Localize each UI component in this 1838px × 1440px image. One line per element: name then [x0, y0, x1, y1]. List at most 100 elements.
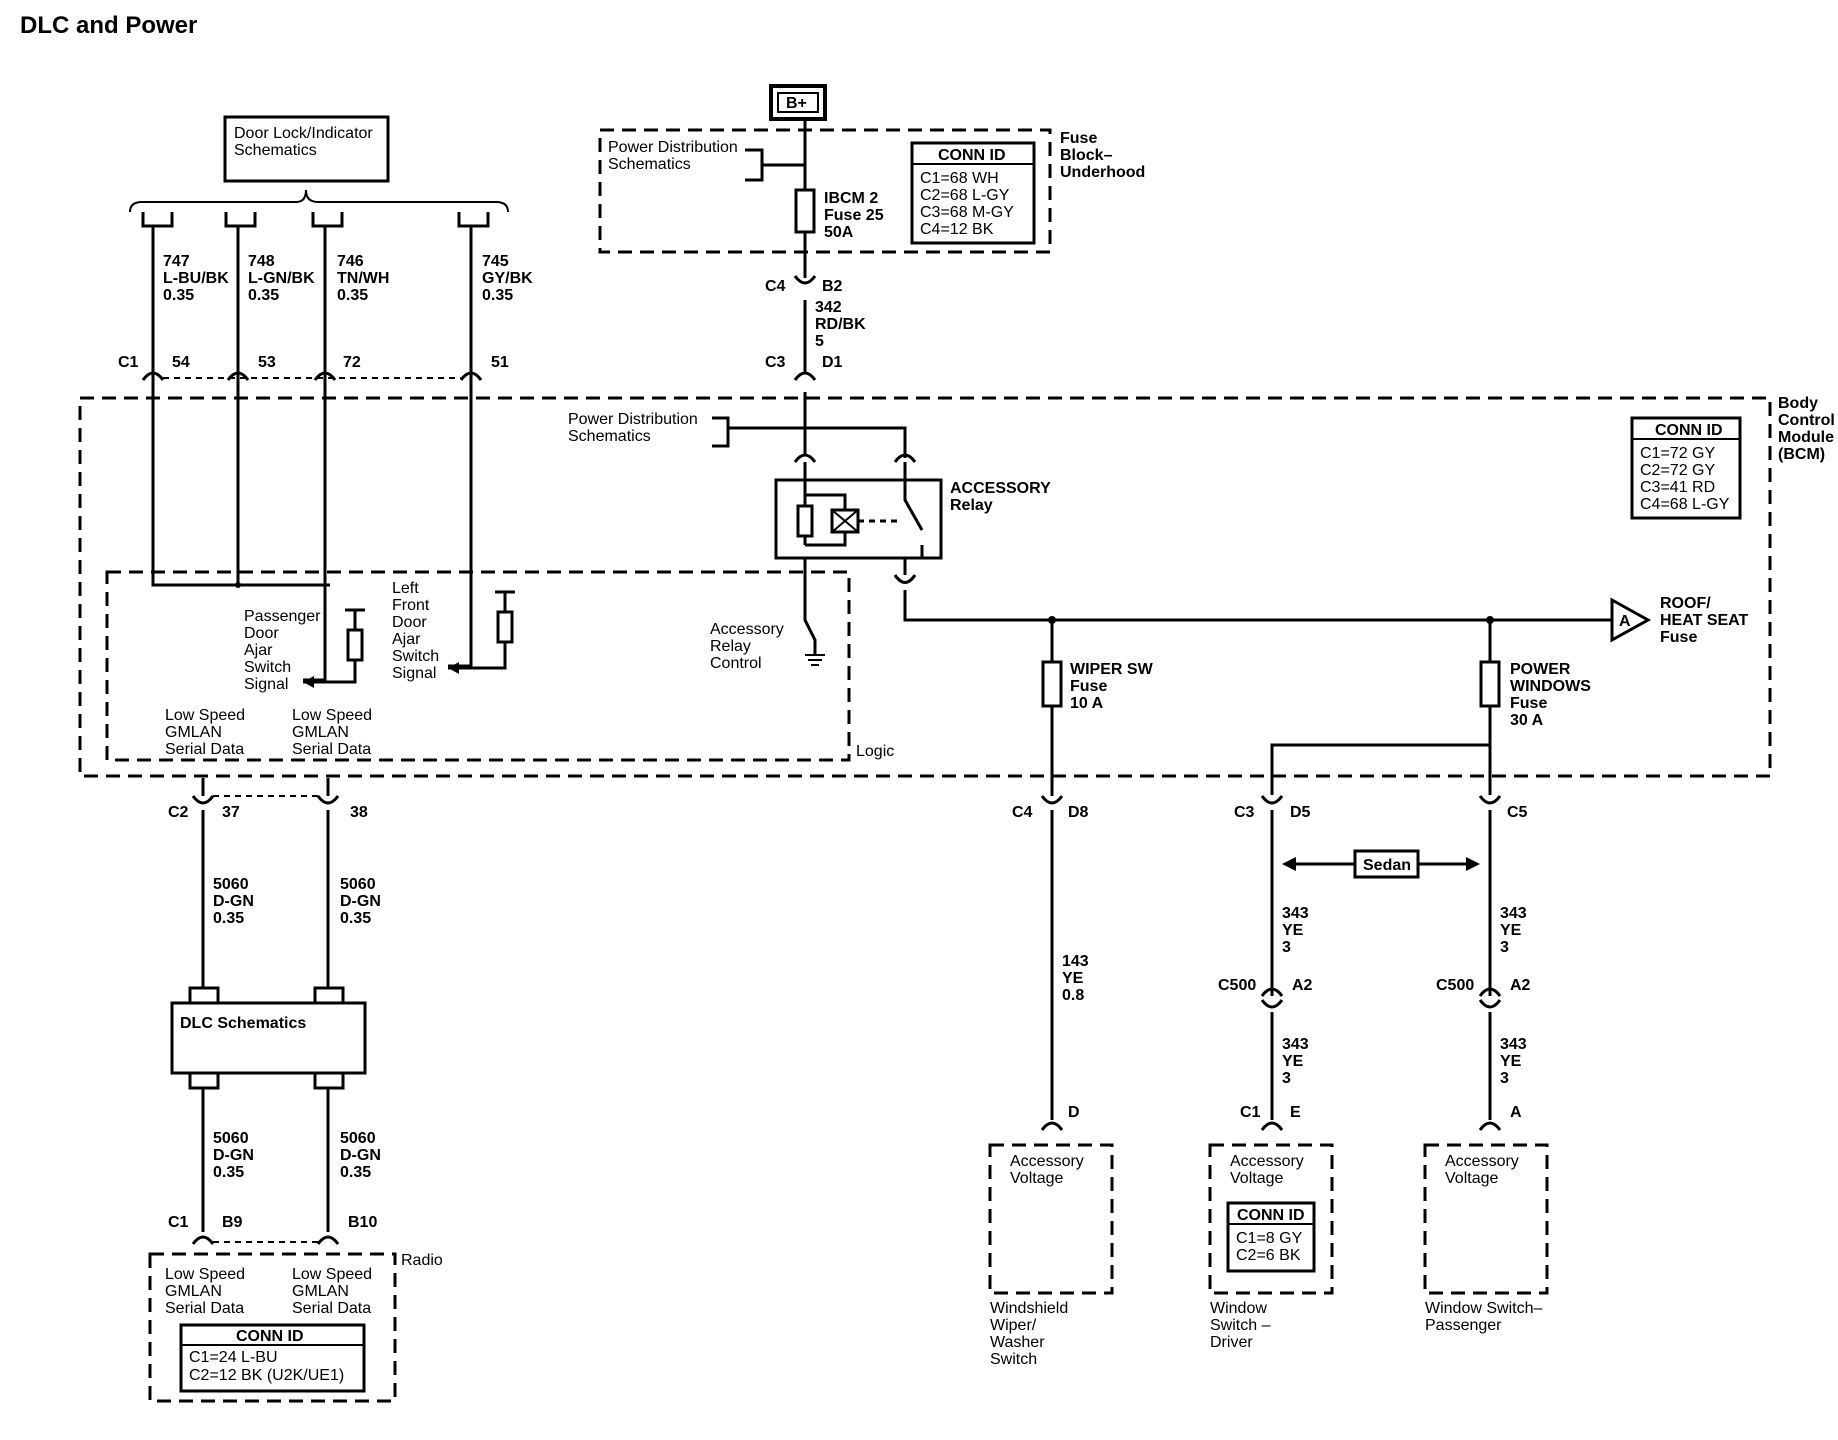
svg-text:Radio: Radio — [401, 1252, 443, 1269]
svg-text:Block–: Block– — [1060, 147, 1113, 164]
svg-text:E: E — [1290, 1104, 1301, 1121]
svg-text:Wiper/: Wiper/ — [990, 1317, 1037, 1334]
svg-text:53: 53 — [258, 354, 276, 371]
svg-text:Accessory: Accessory — [710, 621, 784, 638]
svg-text:Power Distribution: Power Distribution — [568, 411, 698, 428]
wire-747 — [151, 226, 330, 587]
svg-text:CONN ID: CONN ID — [236, 1328, 304, 1345]
svg-text:ROOF/: ROOF/ — [1660, 595, 1711, 612]
svg-text:5060: 5060 — [213, 876, 249, 893]
svg-text:B10: B10 — [348, 1214, 377, 1231]
svg-text:CONN ID: CONN ID — [938, 147, 1006, 164]
door-lock-connectors — [141, 212, 490, 228]
svg-text:D-GN: D-GN — [213, 1147, 254, 1164]
svg-text:Fuse: Fuse — [1060, 130, 1097, 147]
sedan-indicator: Sedan — [1282, 849, 1480, 879]
svg-text:54: 54 — [172, 354, 190, 371]
svg-text:C2=72 GY: C2=72 GY — [1640, 462, 1715, 479]
svg-text:745: 745 — [482, 253, 509, 270]
svg-text:343: 343 — [1282, 905, 1309, 922]
wire-747-label: 747 L-BU/BK 0.35 — [163, 253, 229, 304]
svg-text:C5: C5 — [1507, 804, 1528, 821]
svg-text:0.35: 0.35 — [337, 287, 368, 304]
svg-text:Fuse: Fuse — [1070, 678, 1107, 695]
svg-text:343: 343 — [1282, 1036, 1309, 1053]
svg-text:Voltage: Voltage — [1230, 1170, 1283, 1187]
svg-text:0.35: 0.35 — [340, 1164, 371, 1181]
svg-text:YE: YE — [1500, 1053, 1522, 1070]
svg-text:GMLAN: GMLAN — [292, 724, 349, 741]
passenger-c5-connector: C5 — [1478, 795, 1528, 821]
svg-text:747: 747 — [163, 253, 190, 270]
svg-text:0.35: 0.35 — [213, 910, 244, 927]
svg-text:3: 3 — [1282, 939, 1291, 956]
svg-text:Serial Data: Serial Data — [292, 1300, 371, 1317]
svg-text:ACCESSORY: ACCESSORY — [950, 480, 1051, 497]
svg-text:D: D — [1068, 1104, 1080, 1121]
passenger-c500-connector: C500 A2 — [1436, 977, 1531, 1009]
svg-text:Relay: Relay — [950, 497, 993, 514]
svg-text:Low Speed: Low Speed — [292, 707, 372, 724]
svg-text:GMLAN: GMLAN — [165, 724, 222, 741]
svg-text:Fuse: Fuse — [1660, 629, 1697, 646]
svg-text:C1: C1 — [1240, 1104, 1261, 1121]
svg-text:C1=24 L-BU: C1=24 L-BU — [189, 1349, 278, 1366]
svg-text:0.8: 0.8 — [1062, 987, 1084, 1004]
svg-text:Fuse: Fuse — [1510, 695, 1547, 712]
svg-text:YE: YE — [1282, 922, 1304, 939]
svg-text:5: 5 — [815, 333, 824, 350]
wire-745-label: 745 GY/BK 0.35 — [482, 253, 533, 304]
svg-text:Voltage: Voltage — [1010, 1170, 1063, 1187]
wire-746-label: 746 TN/WH 0.35 — [337, 253, 389, 304]
svg-text:Switch: Switch — [990, 1351, 1037, 1368]
svg-text:343: 343 — [1500, 1036, 1527, 1053]
svg-text:0.35: 0.35 — [248, 287, 279, 304]
driver-c3-connector: C3 D5 — [1234, 795, 1311, 821]
wire-342-label: 342 RD/BK 5 — [815, 299, 866, 350]
gmlan-left-label: Low Speed GMLAN Serial Data — [165, 707, 245, 758]
svg-text:0.35: 0.35 — [213, 1164, 244, 1181]
logic-block-outline — [105, 570, 851, 762]
passenger-wire-label-upper: 343 YE 3 — [1500, 905, 1527, 956]
svg-text:Low Speed: Low Speed — [165, 1266, 245, 1283]
svg-text:Body: Body — [1778, 395, 1818, 412]
svg-text:GY/BK: GY/BK — [482, 270, 533, 287]
door-lock-line2: Schematics — [234, 142, 317, 159]
roof-heat-seat-reference: A ROOF/ HEAT SEAT Fuse — [1610, 595, 1749, 646]
svg-text:Voltage: Voltage — [1445, 1170, 1498, 1187]
gmlan-right-label: Low Speed GMLAN Serial Data — [292, 707, 372, 758]
power-windows-fuse: POWER WINDOWS Fuse 30 A — [1270, 620, 1591, 795]
svg-text:C1=68 WH: C1=68 WH — [920, 170, 999, 187]
svg-text:Schematics: Schematics — [608, 156, 691, 173]
bcm-c2-connector: C2 37 38 — [168, 795, 368, 821]
passenger-switch-connector: A — [1478, 1104, 1522, 1131]
svg-text:TN/WH: TN/WH — [337, 270, 389, 287]
svg-text:C500: C500 — [1436, 977, 1474, 994]
svg-text:C2=68 L-GY: C2=68 L-GY — [920, 187, 1010, 204]
svg-text:3: 3 — [1500, 1070, 1509, 1087]
driver-wire-label-lower: 343 YE 3 — [1282, 1036, 1309, 1087]
svg-text:Accessory: Accessory — [1010, 1153, 1084, 1170]
svg-text:DLC Schematics: DLC Schematics — [180, 1015, 306, 1032]
svg-text:Passenger: Passenger — [244, 608, 321, 625]
svg-text:0.35: 0.35 — [482, 287, 513, 304]
svg-text:Power Distribution: Power Distribution — [608, 139, 738, 156]
windshield-wiper-switch: Accessory Voltage Windshield Wiper/ Wash… — [988, 1143, 1114, 1368]
fuse-block-underhood: Fuse Block– Underhood Power Distribution… — [598, 128, 1145, 254]
svg-text:Door: Door — [244, 625, 279, 642]
diagram-title: DLC and Power — [20, 12, 197, 39]
bcm-module-outline — [78, 396, 1772, 778]
wire-748-label: 748 L-GN/BK 0.35 — [248, 253, 315, 304]
svg-text:D-GN: D-GN — [213, 893, 254, 910]
svg-text:5060: 5060 — [213, 1130, 249, 1147]
svg-text:C1: C1 — [168, 1214, 189, 1231]
svg-text:Accessory: Accessory — [1230, 1153, 1304, 1170]
svg-text:343: 343 — [1500, 905, 1527, 922]
svg-text:Signal: Signal — [392, 665, 436, 682]
window-switch-passenger: Accessory Voltage Window Switch– Passeng… — [1423, 1143, 1549, 1334]
svg-text:A: A — [1510, 1104, 1522, 1121]
svg-text:Control: Control — [710, 655, 762, 672]
svg-text:C4: C4 — [1012, 804, 1033, 821]
radio-c1-connector: C1 B9 B10 — [168, 1214, 377, 1245]
svg-text:0.35: 0.35 — [163, 287, 194, 304]
